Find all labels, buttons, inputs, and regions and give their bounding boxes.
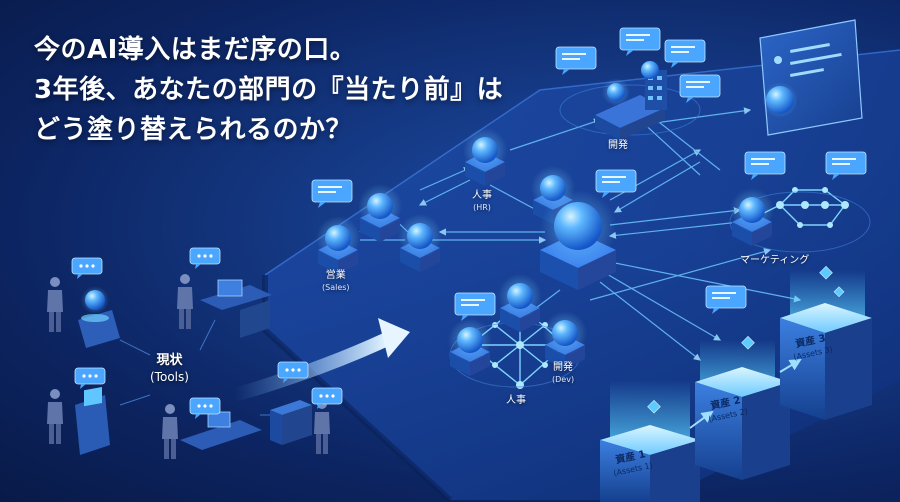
current-tools-label: 現状 (Tools) <box>150 353 189 385</box>
dev-bottom-sub-label: (Dev) <box>552 375 575 384</box>
dev-top-label-text: 開発 <box>608 140 628 151</box>
headline-line-3: どう塗り替えられるのか？ <box>34 115 353 145</box>
transition-arrow <box>228 318 410 402</box>
chat-bubble <box>555 46 597 76</box>
dev-top-building <box>595 61 667 140</box>
sales-sub-label: (Sales) <box>322 283 350 292</box>
worker-desk-bottom <box>162 404 262 459</box>
worker-desk-top <box>177 274 272 338</box>
chat-bubble <box>664 39 706 69</box>
worker-printer <box>270 399 330 454</box>
dev-bottom-node-2 <box>543 311 587 369</box>
marketing-label: マーケティング <box>740 255 809 267</box>
hr-label-text: 人事 <box>472 190 492 201</box>
sales-label-text: 営業 <box>325 270 346 281</box>
asset-cube-2 <box>695 367 790 480</box>
asset-cube-3 <box>780 303 872 420</box>
chat-bubble <box>311 179 353 209</box>
current-label: 現状 <box>156 353 183 368</box>
worker-atm-bottom <box>47 387 110 455</box>
marketing-label-text: マーケティング <box>740 255 810 266</box>
worker-kiosk-top <box>47 277 120 348</box>
marketing-node <box>730 188 774 246</box>
dev-top-label: 開発 <box>608 140 628 152</box>
dashboard-monitor <box>759 19 863 136</box>
dev-bottom-node-1 <box>448 318 492 376</box>
headline: 今のAI導入はまだ序の口。 3年後、あなたの部門の『当たり前』は どう塗り替えら… <box>34 30 503 150</box>
dev-bottom-label: 開発 (Dev) <box>552 362 574 386</box>
chat-bubble <box>71 257 103 280</box>
marketing-zone-ring <box>729 191 871 253</box>
asset-growth-arrows <box>689 358 802 429</box>
chat-bubble <box>311 387 343 410</box>
marketing-mesh-points <box>776 187 849 228</box>
chat-bubble <box>189 247 221 270</box>
headline-line-1: 今のAI導入はまだ序の口。 <box>34 35 357 65</box>
dev-bottom-label-text: 開発 <box>553 362 574 373</box>
hr-bottom-label-text: 人事 <box>506 395 526 406</box>
chat-bubble <box>74 367 106 390</box>
sales-node-3 <box>398 214 442 272</box>
sales-label: 営業 (Sales) <box>322 270 350 294</box>
hr-sub-label: (HR) <box>473 203 491 212</box>
hr-bottom-label: 人事 <box>506 395 526 407</box>
central-ai-hub <box>540 190 616 290</box>
hr-label: 人事 (HR) <box>472 190 492 214</box>
floating-data-cubes <box>647 265 845 414</box>
dev-bottom-node-3 <box>498 274 542 332</box>
headline-line-2: 3年後、あなたの部門の『当たり前』は <box>34 75 504 105</box>
current-sub-label: (Tools) <box>150 370 189 384</box>
chat-bubble <box>619 27 661 57</box>
asset-cube-1 <box>600 425 700 502</box>
sales-node-2 <box>358 184 402 242</box>
sales-node-1 <box>316 216 360 274</box>
